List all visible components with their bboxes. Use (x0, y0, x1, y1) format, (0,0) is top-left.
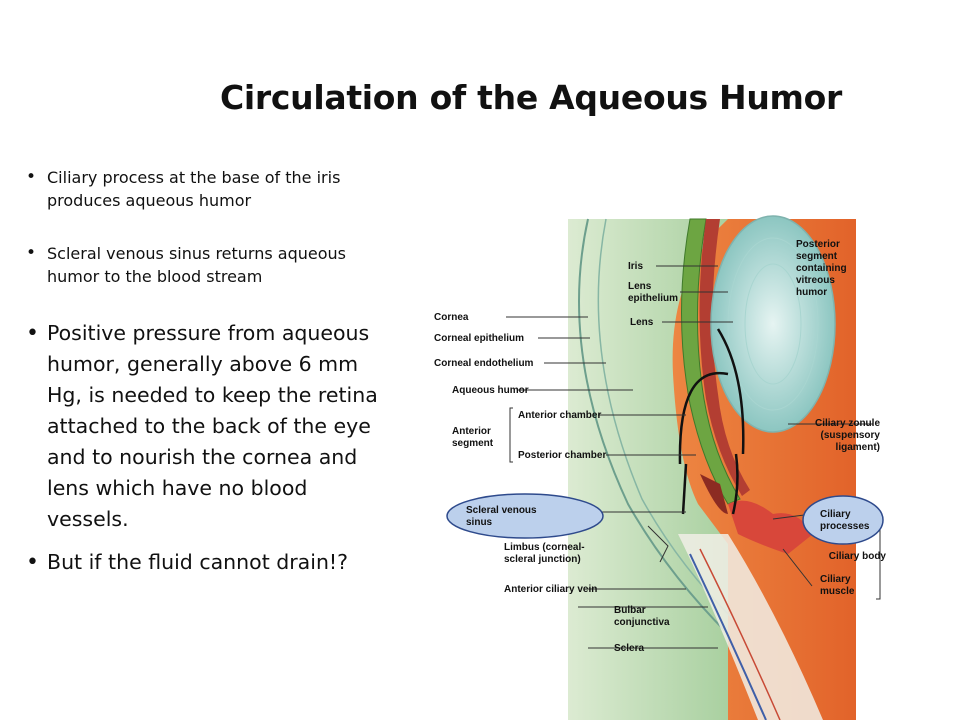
label-bulbar-conjunctiva: conjunctiva (614, 617, 670, 628)
bullet-ciliary-process: Ciliary process at the base of the iris … (26, 166, 426, 212)
label-sclera: Sclera (614, 643, 644, 654)
label-limbus: Limbus (corneal- (504, 542, 585, 553)
label-scleral-venous-sinus: sinus (466, 517, 493, 528)
cornea-inner-outline (597, 218, 734, 620)
conjunctiva-vessel (699, 548, 781, 720)
label-ciliary-zonule: (suspensory (821, 430, 881, 441)
lens-ring (744, 263, 802, 385)
iris-pigment (699, 219, 750, 496)
label-cornea: Cornea (434, 312, 469, 323)
label-posterior-segment: humor (796, 287, 827, 298)
aqueous-flow-arrow (716, 328, 745, 455)
label-ciliary-muscle: muscle (820, 586, 855, 597)
label-posterior-segment: vitreous (796, 275, 835, 286)
cornea-outline (578, 218, 729, 635)
label-ciliary-muscle: Ciliary (820, 574, 851, 585)
label-ciliary-processes: Ciliary (820, 509, 851, 520)
label-ciliary-zonule: ligament) (836, 442, 880, 453)
label-posterior-segment: Posterior (796, 239, 840, 250)
label-ciliary-zonule: Ciliary zonule (815, 418, 880, 429)
bullet-scleral-sinus: Scleral venous sinus returns aqueous hum… (26, 242, 426, 288)
bullet-line: lens which have no blood (47, 476, 308, 500)
ciliary-process-tissue (700, 474, 728, 514)
label-lens-epithelium: epithelium (628, 293, 678, 304)
bullet-line: Hg, is needed to keep the retina (47, 383, 378, 407)
label-limbus: scleral junction) (504, 554, 581, 565)
bullet-line: attached to the back of the eye (47, 414, 371, 438)
label-lens-epithelium: Lens (628, 281, 652, 292)
leader-lines (506, 265, 873, 649)
conjunctiva-vessel (689, 553, 767, 720)
bullet-list: Ciliary process at the base of the iris … (26, 166, 426, 590)
lens-shape (710, 215, 836, 433)
aqueous-humor-diagram: Iris Lens epithelium Lens Cornea Corneal… (428, 214, 888, 720)
bullet-line: Positive pressure from aqueous (47, 321, 370, 345)
aqueous-flow-arrow (678, 371, 729, 465)
slide-title: Circulation of the Aqueous Humor (219, 78, 842, 117)
sclera-band (678, 534, 823, 720)
label-lens: Lens (630, 317, 654, 328)
bullet-line: Ciliary process at the base of the iris (47, 168, 341, 187)
ciliary-processes-highlight (802, 495, 884, 545)
bullet-line: and to nourish the cornea and (47, 445, 358, 469)
label-ciliary-body: Ciliary body (829, 551, 887, 562)
iris-strip (681, 218, 741, 505)
bullet-fluid-drain: But if the fluid cannot drain!? (26, 547, 426, 578)
lens-ring (727, 237, 819, 411)
label-corneal-epithelium: Corneal epithelium (434, 333, 524, 344)
label-anterior-segment: segment (452, 438, 494, 449)
label-posterior-segment: containing (796, 263, 847, 274)
aqueous-flow-arrow (681, 463, 688, 515)
scleral-sinus-highlight (446, 493, 604, 539)
label-iris: Iris (628, 261, 643, 272)
label-anterior-chamber: Anterior chamber (518, 410, 601, 421)
bullet-line: But if the fluid cannot drain!? (47, 550, 349, 574)
anterior-segment-bracket (509, 407, 513, 463)
bullet-line: Scleral venous sinus returns aqueous (47, 244, 346, 263)
label-bulbar-conjunctiva: Bulbar (614, 605, 646, 616)
label-aqueous-humor: Aqueous humor (452, 385, 529, 396)
bullet-positive-pressure: Positive pressure from aqueous humor, ge… (26, 318, 426, 535)
label-posterior-segment: segment (796, 251, 838, 262)
label-anterior-segment: Anterior (452, 426, 491, 437)
bullet-line: vessels. (47, 507, 129, 531)
ciliary-process-tissue (728, 500, 813, 554)
eye-anatomy-illustration: Iris Lens epithelium Lens Cornea Corneal… (434, 215, 887, 720)
limbus-bracket (647, 525, 669, 563)
bullet-line: humor, generally above 6 mm (47, 352, 359, 376)
label-posterior-chamber: Posterior chamber (518, 450, 606, 461)
label-corneal-endothelium: Corneal endothelium (434, 358, 534, 369)
cornea-region (568, 219, 728, 720)
bullet-line: produces aqueous humor (47, 191, 252, 210)
label-ciliary-processes: processes (820, 521, 870, 532)
aqueous-flow-arrow (731, 453, 739, 515)
label-scleral-venous-sinus: Scleral venous (466, 505, 537, 516)
bullet-line: humor to the blood stream (47, 267, 263, 286)
label-anterior-ciliary-vein: Anterior ciliary vein (504, 584, 597, 595)
